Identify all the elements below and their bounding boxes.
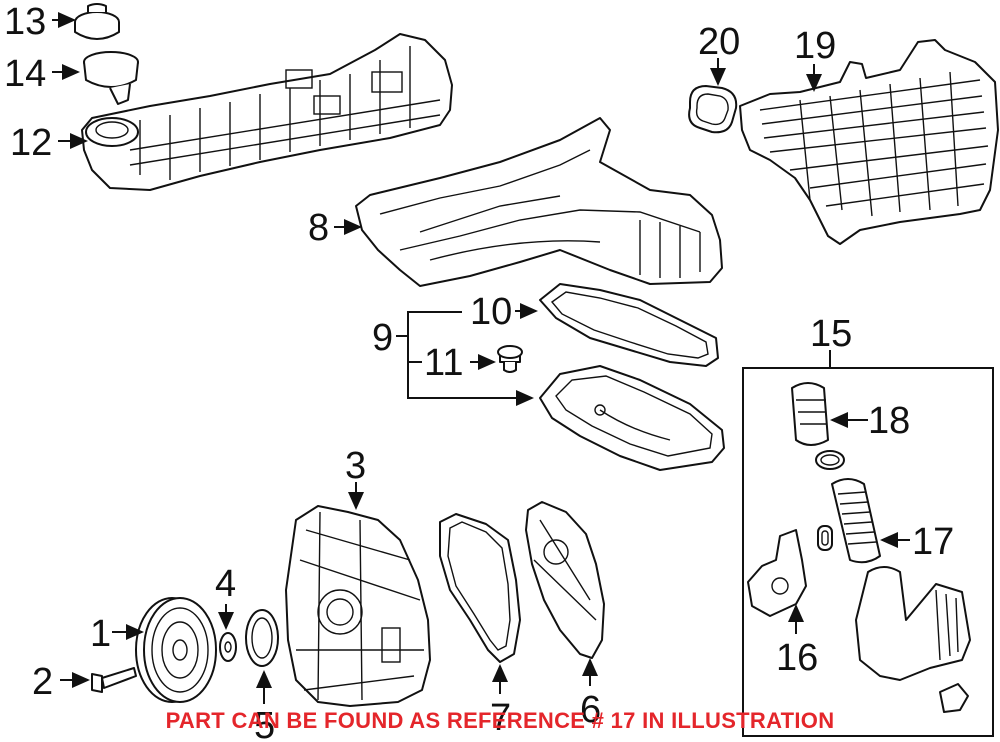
callout-4: 4 <box>215 563 236 605</box>
oil-filter-element <box>831 478 881 564</box>
callout-5: 5 <box>254 705 275 742</box>
intake-manifold <box>739 39 999 245</box>
callout-8: 8 <box>308 207 329 249</box>
crankshaft-seal <box>245 609 279 667</box>
small-seal <box>817 525 833 551</box>
callout-16: 16 <box>776 637 818 679</box>
intake-gasket <box>688 85 738 134</box>
callout-6: 6 <box>580 689 601 731</box>
drain-plug <box>497 345 523 373</box>
filler-neck-seal <box>83 51 139 105</box>
washer <box>219 632 237 662</box>
filter-assembly-box <box>742 367 994 737</box>
pulley-bolt <box>91 667 137 693</box>
filter-housing-gasket <box>747 529 807 617</box>
callout-17: 17 <box>912 521 954 563</box>
callout-10: 10 <box>470 291 512 333</box>
timing-cover <box>285 505 431 707</box>
oil-filler-cap <box>74 3 120 40</box>
callout-12: 12 <box>10 122 52 164</box>
leader-lines <box>52 12 910 704</box>
oil-pan-upper <box>355 117 723 287</box>
callout-18: 18 <box>868 400 910 442</box>
crankshaft-pulley <box>135 597 217 703</box>
callout-labels: 13 14 12 8 20 19 10 9 11 15 18 17 16 3 4… <box>4 1 954 742</box>
callout-13: 13 <box>4 1 46 43</box>
callout-9: 9 <box>372 317 393 359</box>
callout-2: 2 <box>32 661 53 703</box>
oil-pan-gasket <box>539 283 719 367</box>
callout-14: 14 <box>4 53 46 95</box>
callout-15: 15 <box>810 313 852 355</box>
callout-11: 11 <box>424 342 463 384</box>
oil-pan-lower <box>539 365 725 471</box>
valve-cover <box>81 33 453 191</box>
timing-cover-gasket <box>439 513 521 663</box>
callout-20: 20 <box>698 21 740 63</box>
callout-1: 1 <box>90 613 111 655</box>
oil-filter-cap <box>791 382 829 446</box>
callout-3: 3 <box>345 445 366 487</box>
cover-plate <box>525 501 605 659</box>
reference-notice: PART CAN BE FOUND AS REFERENCE # 17 IN I… <box>165 708 835 733</box>
oil-filter-housing <box>855 566 971 713</box>
callout-7: 7 <box>490 697 511 739</box>
callout-19: 19 <box>794 25 836 67</box>
filter-o-ring <box>815 450 845 470</box>
